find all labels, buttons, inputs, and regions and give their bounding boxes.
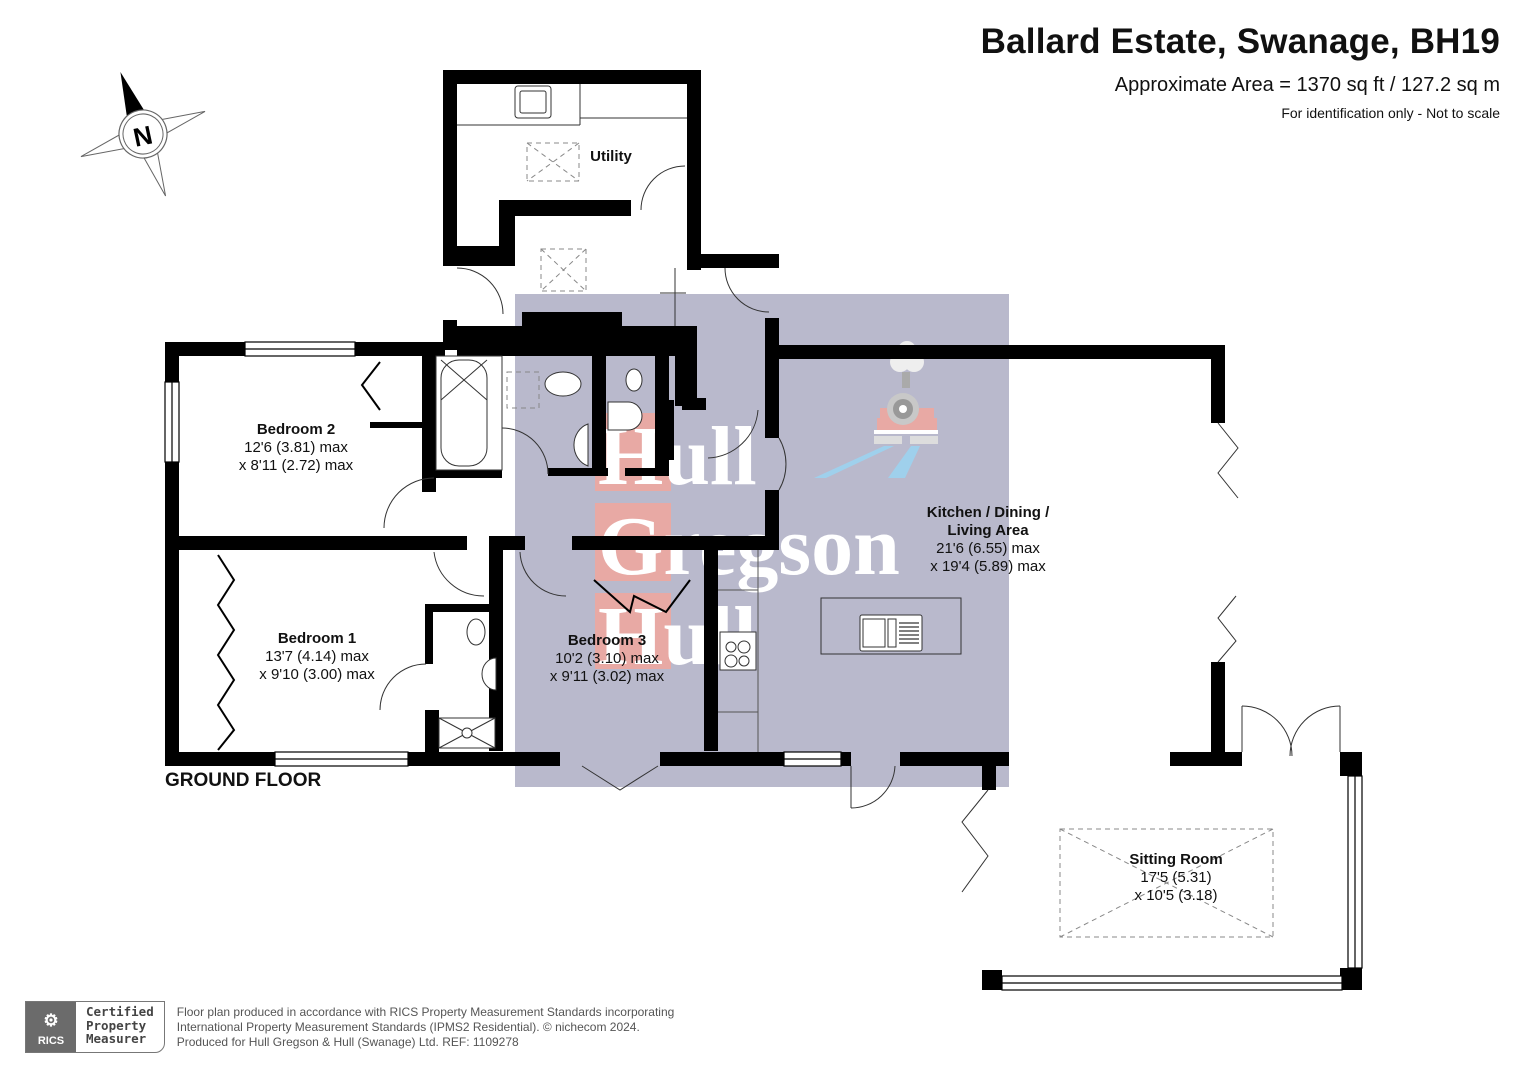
hob-icon [719,631,757,671]
room-label-bedroom-2: Bedroom 2 12'6 (3.81) max x 8'11 (2.72) … [238,421,354,474]
basin-icon [573,423,589,467]
property-title: Ballard Estate, Swanage, BH19 [980,22,1500,61]
fixtures [435,84,962,752]
kitchen-sink-icon [859,614,923,652]
footer-disclaimer: Floor plan produced in accordance with R… [176,1004,675,1049]
basin-icon [481,657,497,691]
footer: ⚙ RICS Certified Property Measurer Floor… [25,1001,674,1053]
basin-icon [607,401,643,431]
room-label-sitting-room: Sitting Room 17'5 (5.31) x 10'5 (3.18) [1129,851,1223,904]
approximate-area: Approximate Area = 1370 sq ft / 127.2 sq… [1114,74,1500,96]
toilet-icon [544,371,582,397]
skylights [506,142,1274,938]
room-label-bedroom-3: Bedroom 3 10'2 (3.10) max x 9'11 (3.02) … [549,632,665,685]
rics-certification-text: Certified Property Measurer [86,1004,154,1046]
rics-logo: ⚙ RICS [26,1002,76,1052]
windows [164,341,1363,991]
door-swings [379,165,1341,809]
room-label-utility: Utility [590,148,632,165]
toilet-icon [466,618,486,646]
toilet-icon [625,368,643,392]
floor-label: GROUND FLOOR [165,770,322,791]
lion-icon: ⚙ [43,1011,59,1030]
scale-note: For identification only - Not to scale [1281,105,1500,121]
rics-badge: ⚙ RICS Certified Property Measurer [25,1001,165,1053]
bifold-doors [216,361,1239,893]
compass-rose [80,71,206,197]
kitchen-island [820,597,962,655]
room-label-bedroom-1: Bedroom 1 13'7 (4.14) max x 9'10 (3.00) … [259,630,375,683]
walls [165,70,1362,990]
room-label-kitchen-dining-living: Kitchen / Dining / Living Area 21'6 (6.5… [926,504,1050,575]
